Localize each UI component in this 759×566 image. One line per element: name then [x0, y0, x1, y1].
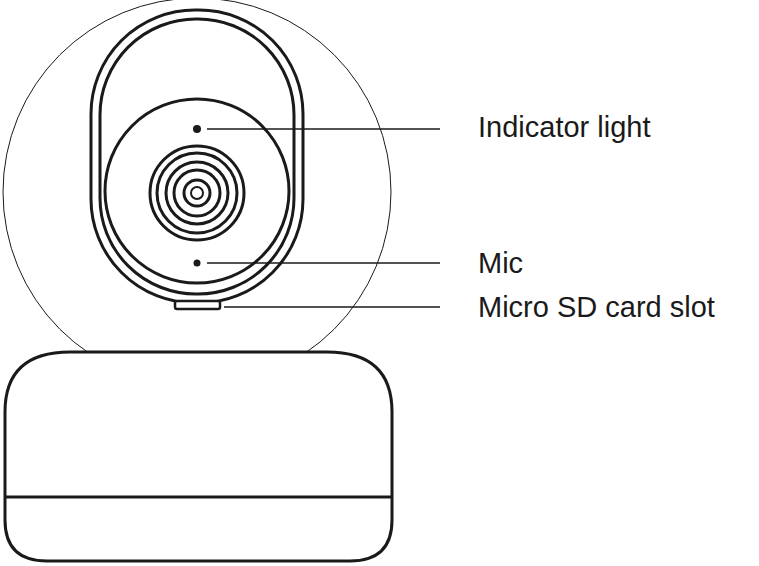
camera-base — [5, 352, 392, 561]
part-label: Mic — [478, 247, 523, 280]
indicator-dot — [193, 125, 201, 133]
leader-line — [207, 128, 440, 130]
sd-card-slot — [175, 301, 220, 309]
mic-dot — [194, 260, 201, 267]
leader-line — [207, 262, 440, 264]
camera-head-outer — [91, 10, 303, 303]
camera-face — [105, 99, 289, 283]
lens-ring — [174, 170, 220, 216]
part-label: Micro SD card slot — [478, 291, 715, 324]
camera-head-inner — [100, 19, 294, 294]
lens-ring — [150, 146, 244, 240]
part-label: Indicator light — [478, 111, 651, 144]
lens-ring — [166, 162, 228, 224]
lens-center — [191, 187, 203, 199]
base-band-line — [5, 496, 392, 499]
lens-ring — [184, 180, 210, 206]
leader-line — [224, 306, 440, 308]
lens-ring — [157, 153, 237, 233]
camera-sphere — [3, 0, 391, 386]
